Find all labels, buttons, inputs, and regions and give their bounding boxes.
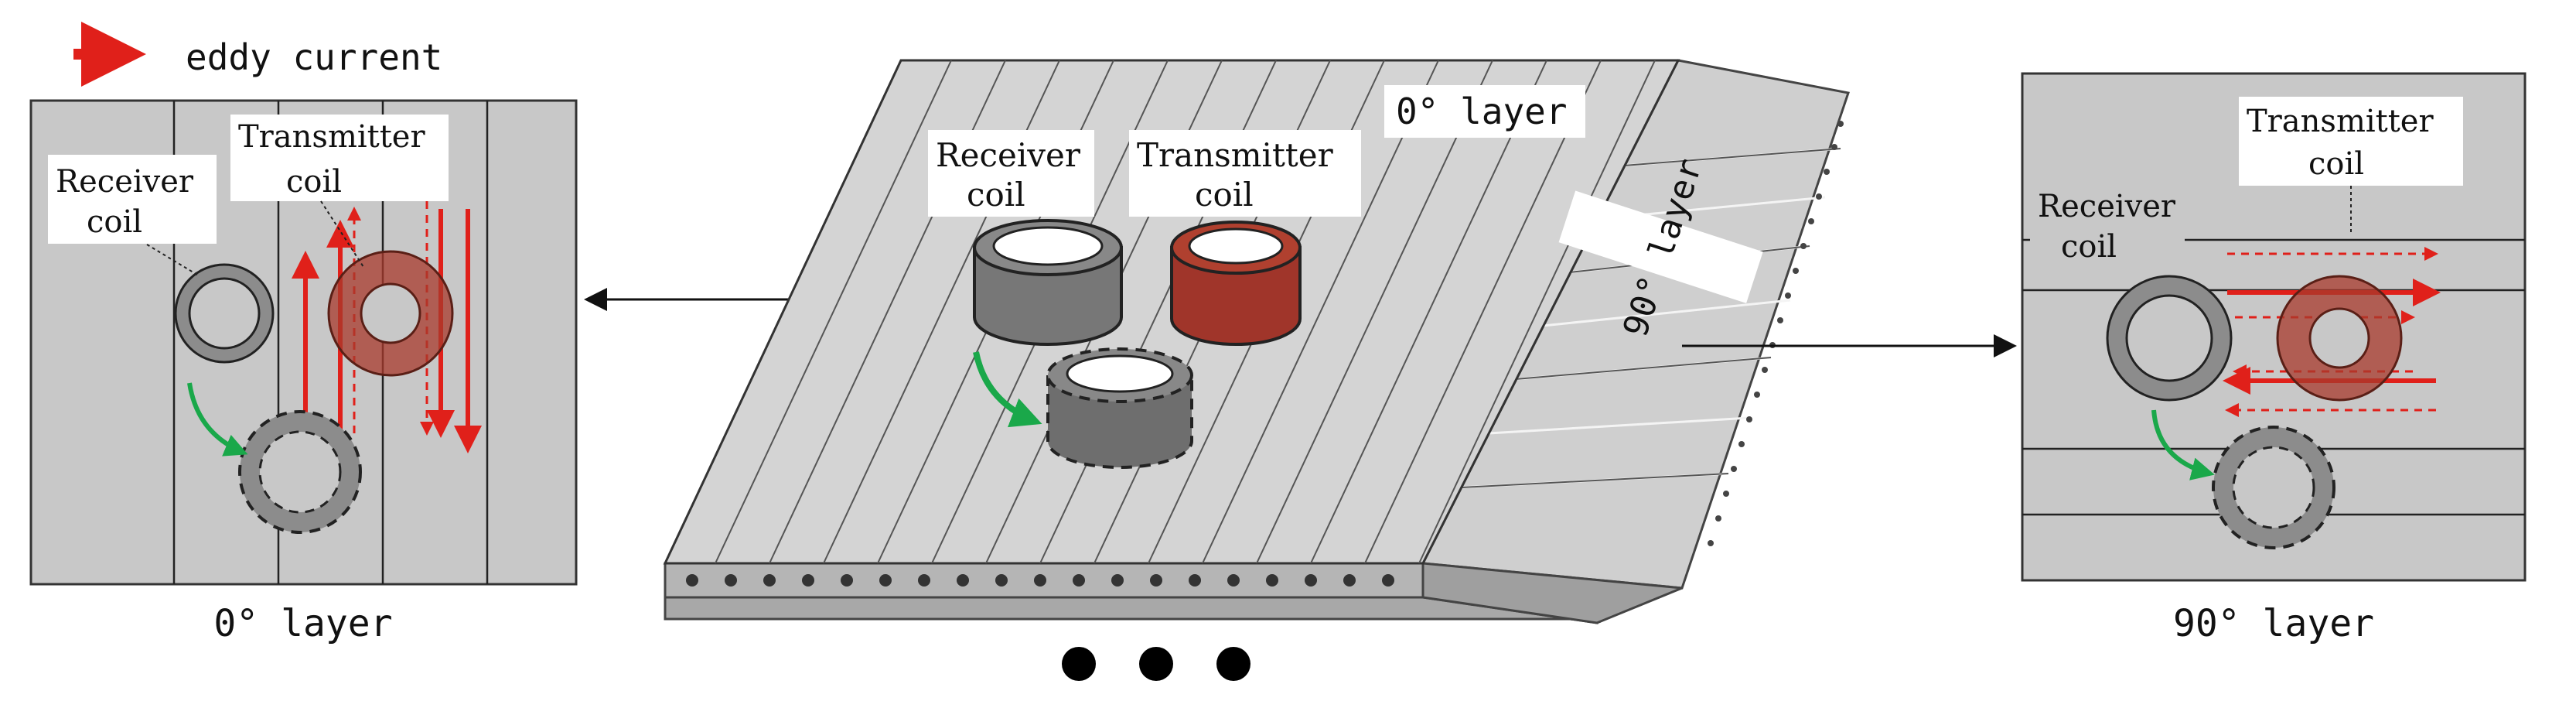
legend-label: eddy current: [186, 36, 442, 78]
center-transmitter-label: Transmitter coil: [1129, 130, 1361, 217]
svg-text:coil: coil: [2061, 229, 2117, 265]
center-layer0-label: 0° layer: [1384, 85, 1585, 138]
left-receiver-coil-icon: [174, 263, 275, 364]
left-rotation-arrow-icon: [187, 382, 248, 457]
right-transmitter-label: Transmitter coil: [2239, 97, 2463, 186]
legend: eddy current: [73, 22, 442, 87]
right-transmitter-coil-icon: [2276, 275, 2403, 402]
center-plate: Receiver coil Transmitter coil 0° layer …: [663, 59, 1850, 624]
right-layer-label: 90° layer: [2173, 602, 2374, 645]
right-receiver-label: Receiver coil: [2030, 182, 2185, 268]
svg-text:Receiver: Receiver: [936, 136, 1081, 174]
svg-text:Receiver: Receiver: [56, 164, 194, 200]
svg-text:coil: coil: [286, 164, 342, 200]
svg-text:Transmitter: Transmitter: [2247, 104, 2434, 139]
center-transmitter-coil-icon: [1170, 221, 1302, 346]
left-transmitter-coil-icon: [327, 250, 454, 377]
svg-text:Receiver: Receiver: [2038, 189, 2176, 224]
center-receiver-coil-icon: [973, 219, 1123, 346]
center-receiver-label: Receiver coil: [928, 130, 1094, 217]
svg-text:coil: coil: [1195, 176, 1254, 214]
left-receiver-label: Receiver coil: [48, 155, 217, 244]
center-rotation-arrow-icon: [973, 351, 1042, 428]
svg-text:Transmitter: Transmitter: [238, 119, 425, 155]
left-layer-label: 0° layer: [213, 602, 392, 645]
right-panel: Receiver coil Transmitter coil 90° layer: [2021, 72, 2527, 645]
svg-text:Transmitter: Transmitter: [1137, 136, 1334, 174]
left-receiver-coil-moved-icon: [238, 410, 362, 534]
left-transmitter-label: Transmitter coil: [230, 115, 449, 201]
svg-text:coil: coil: [967, 176, 1025, 214]
ellipsis-dots: [1062, 647, 1250, 681]
right-receiver-coil-moved-icon: [2212, 426, 2335, 549]
front-fiber-dots: [686, 574, 1394, 587]
svg-text:0° layer: 0° layer: [1396, 91, 1568, 132]
right-rotation-arrow-icon: [2151, 409, 2215, 481]
svg-text:coil: coil: [87, 204, 142, 240]
center-receiver-coil-moved-icon: [1046, 347, 1193, 469]
right-receiver-coil-icon: [2106, 275, 2233, 402]
left-panel: Receiver coil Transmitter coil 0° layer: [29, 99, 578, 645]
svg-text:coil: coil: [2308, 146, 2364, 182]
